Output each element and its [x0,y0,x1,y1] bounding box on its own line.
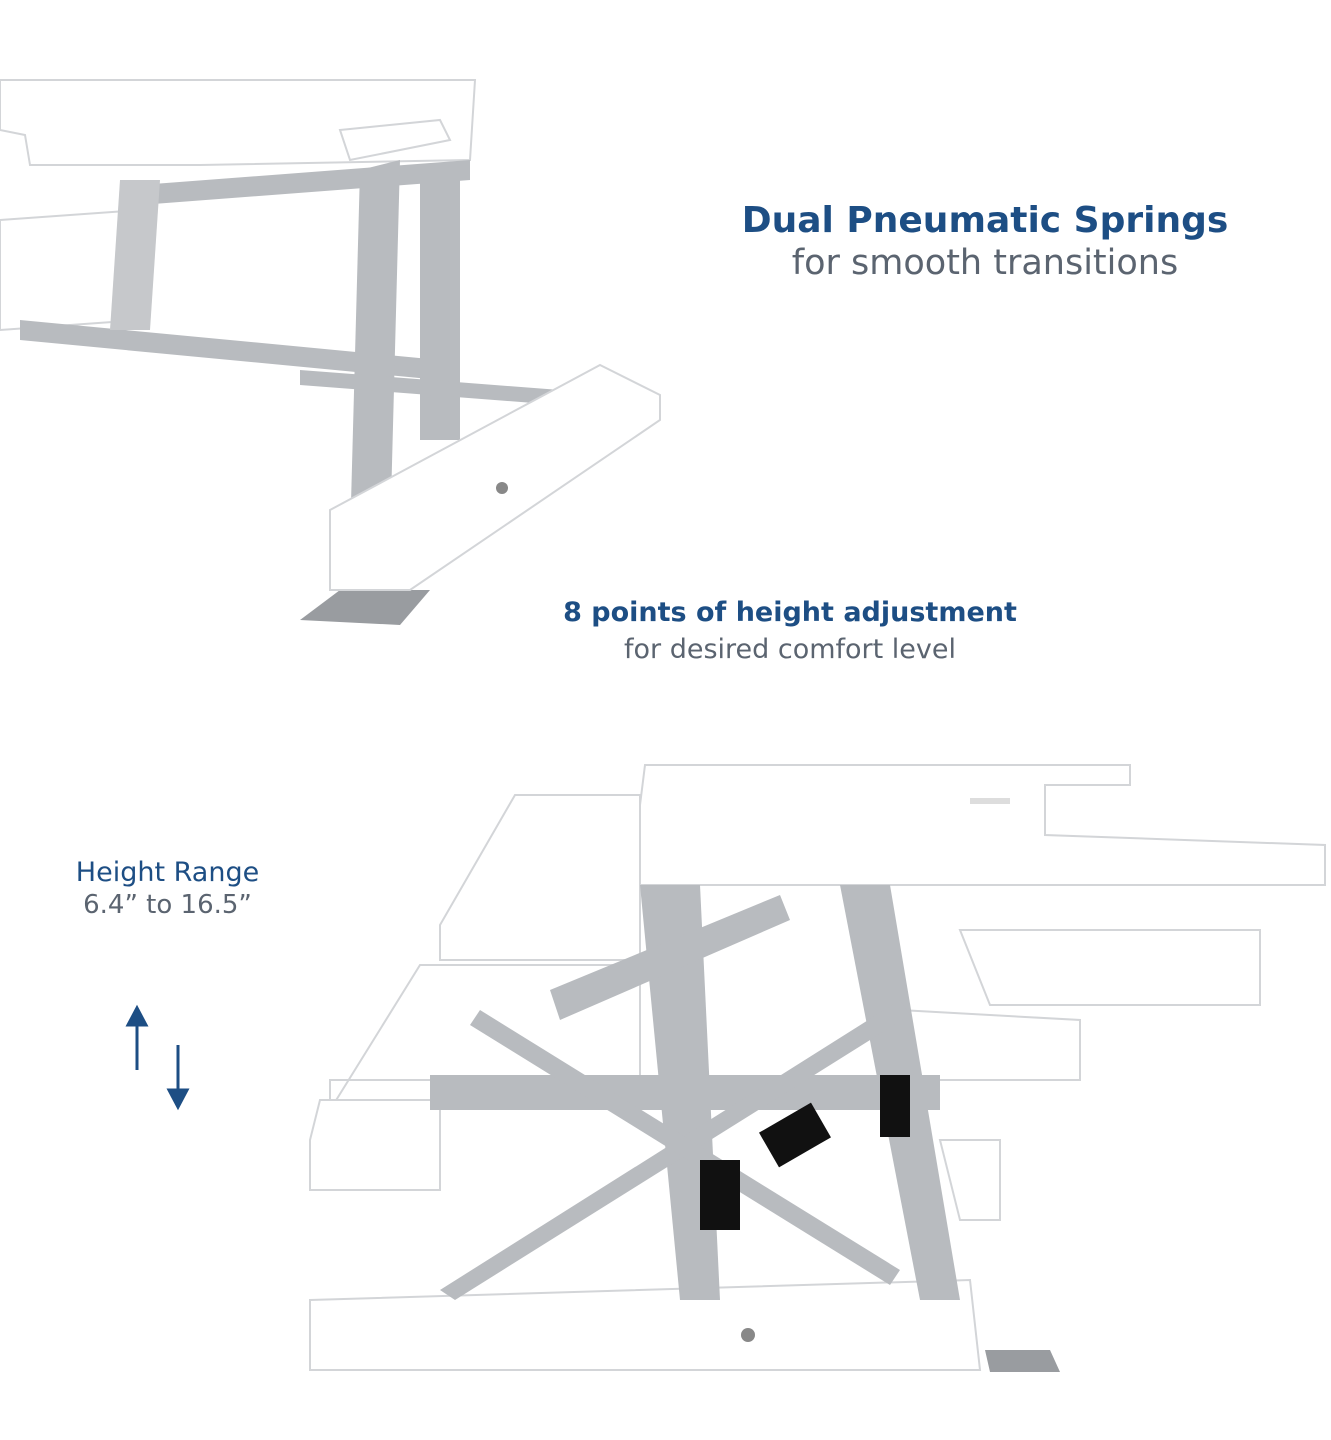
springs-subtitle: for smooth transitions [791,243,1179,283]
range-caption: Height Range 6.4” to 16.5” [40,857,295,920]
adjust-subtitle: for desired comfort level [623,634,957,665]
range-subtitle: 6.4” to 16.5” [83,890,252,920]
springs-title: Dual Pneumatic Springs [741,200,1229,241]
adjust-title: 8 points of height adjustment [563,597,1017,628]
range-title: Height Range [75,857,260,888]
adjust-caption: 8 points of height adjustment for desire… [520,597,1060,665]
springs-caption: Dual Pneumatic Springs for smooth transi… [700,200,1270,283]
